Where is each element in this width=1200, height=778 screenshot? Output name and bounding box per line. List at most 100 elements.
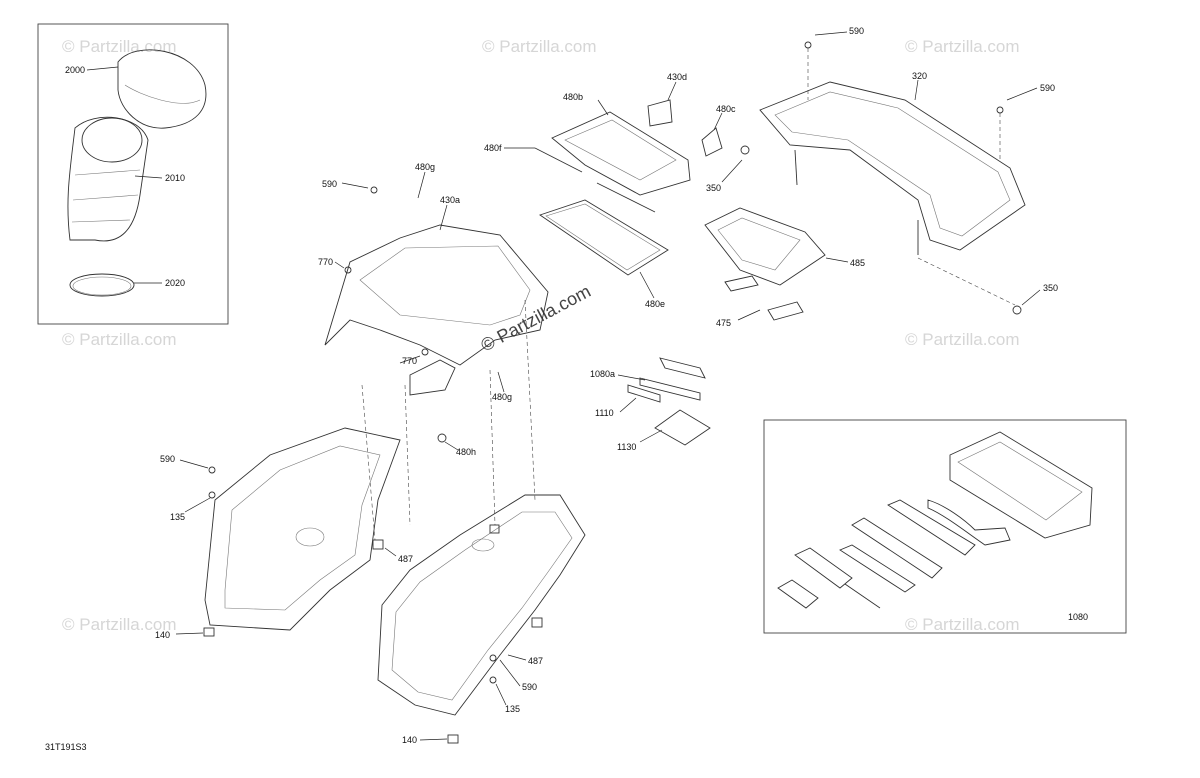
inset-frame bbox=[763, 419, 1127, 634]
callout-487: 487 bbox=[528, 656, 543, 666]
left-fender-hole bbox=[295, 527, 325, 547]
callout-480g: 480g bbox=[492, 392, 512, 402]
callout-480e: 480e bbox=[645, 299, 665, 309]
leader-line bbox=[667, 81, 677, 101]
leader-line bbox=[825, 257, 849, 263]
screwdriver-handle-part bbox=[794, 547, 853, 589]
watermark: © Partzilla.com bbox=[482, 37, 597, 56]
clamp-inner bbox=[72, 276, 132, 296]
leader-line bbox=[1006, 87, 1038, 101]
leader-line bbox=[721, 159, 743, 183]
storage-housing-part bbox=[324, 224, 549, 366]
rod-480f-part bbox=[596, 182, 656, 213]
screwdriver-part bbox=[777, 579, 819, 609]
leader-line bbox=[619, 397, 637, 413]
wrench-part bbox=[851, 517, 943, 579]
leader-line bbox=[617, 374, 646, 381]
leader-line bbox=[419, 738, 448, 741]
leader-line bbox=[639, 429, 663, 443]
callout-480g: 480g bbox=[415, 162, 435, 172]
filter-cover-part bbox=[117, 49, 207, 129]
callout-350: 350 bbox=[1043, 283, 1058, 293]
callout-320: 320 bbox=[912, 71, 927, 81]
callout-2020: 2020 bbox=[165, 278, 185, 288]
watermark: © Partzilla.com bbox=[62, 330, 177, 349]
leader-line bbox=[914, 79, 919, 101]
leader-line bbox=[737, 309, 761, 321]
leader-line bbox=[499, 659, 521, 687]
leader-line bbox=[175, 632, 204, 635]
air-intake-inset: 2000 2010 2020 bbox=[37, 23, 229, 325]
callout-590: 590 bbox=[322, 179, 337, 189]
bolt-350-part bbox=[740, 145, 750, 155]
assembly-path bbox=[524, 299, 536, 501]
bolt-350-part bbox=[1012, 305, 1022, 315]
callout-590: 590 bbox=[160, 454, 175, 464]
rear-rack-part bbox=[759, 81, 1026, 251]
assembly-path bbox=[489, 369, 496, 526]
callout-2010: 2010 bbox=[165, 173, 185, 183]
callout-1110: 1110 bbox=[595, 408, 614, 418]
callout-770: 770 bbox=[318, 257, 333, 267]
storage-lid-group: 480b 430d 480c 480f bbox=[484, 72, 736, 213]
leader-line bbox=[134, 175, 163, 179]
callout-140: 140 bbox=[155, 630, 170, 640]
right-fender-hole bbox=[471, 538, 495, 552]
callout-590: 590 bbox=[849, 26, 864, 36]
leader-line bbox=[1021, 289, 1041, 306]
bolt-590-part bbox=[489, 654, 497, 662]
leader-line bbox=[417, 171, 426, 199]
bolt-590-part bbox=[370, 186, 378, 194]
pad-475-part bbox=[767, 301, 804, 321]
callout-1130: 1130 bbox=[617, 442, 636, 452]
callout-140: 140 bbox=[402, 735, 417, 745]
wrench-part bbox=[839, 544, 916, 593]
leader-line bbox=[184, 497, 211, 513]
figure-code: 31T191S3 bbox=[45, 742, 87, 752]
rack-leg bbox=[794, 149, 798, 186]
washer-135-part bbox=[489, 676, 497, 684]
intake-boot-opening bbox=[81, 117, 143, 163]
clip-487-part bbox=[531, 617, 543, 628]
clip-140-part bbox=[447, 734, 459, 744]
watermark-center: © Partzilla.com bbox=[477, 281, 593, 356]
callout-480h: 480h bbox=[456, 447, 476, 457]
clip-140-part bbox=[203, 627, 215, 637]
callout-1080a: 1080a bbox=[590, 369, 615, 379]
leader-line bbox=[639, 271, 655, 299]
rear-rack-inner bbox=[774, 91, 1011, 237]
bolt-590-part bbox=[208, 466, 216, 474]
small-tool-parts-group: 1080a 1110 1130 bbox=[590, 357, 711, 452]
callout-480b: 480b bbox=[563, 92, 583, 102]
left-fender-inner bbox=[224, 445, 381, 611]
leader-line bbox=[495, 683, 507, 706]
grommet-480h-part bbox=[437, 433, 447, 443]
nut-770-part bbox=[344, 266, 352, 274]
clip-487-part bbox=[372, 539, 384, 550]
housing-mount-part bbox=[409, 359, 456, 396]
storage-housing-inner bbox=[359, 245, 531, 326]
bag-1130-part bbox=[654, 409, 711, 446]
watermark: © Partzilla.com bbox=[62, 615, 177, 634]
left-fender-group: 590 135 140 487 bbox=[155, 427, 413, 640]
right-fender-group: 487 590 135 140 bbox=[377, 494, 586, 745]
clamp-part bbox=[69, 273, 135, 297]
leader-line bbox=[497, 371, 505, 393]
rod-480f-part bbox=[534, 147, 583, 173]
latch-480c-part bbox=[701, 127, 723, 157]
filter-cover-detail bbox=[124, 84, 201, 104]
callout-770: 770 bbox=[402, 356, 417, 366]
gasket-group: 480e bbox=[538, 199, 669, 309]
callout-480c: 480c bbox=[716, 104, 736, 114]
storage-lid-part bbox=[551, 111, 691, 196]
inset-frame bbox=[37, 23, 229, 325]
gasket-inner bbox=[545, 203, 661, 271]
callout-430d: 430d bbox=[667, 72, 687, 82]
leader-line bbox=[507, 654, 527, 661]
nut-770-part bbox=[421, 348, 429, 356]
screwdriver-shaft bbox=[844, 583, 881, 609]
callout-487: 487 bbox=[398, 554, 413, 564]
callout-135: 135 bbox=[505, 704, 520, 714]
leader-line bbox=[384, 547, 397, 557]
